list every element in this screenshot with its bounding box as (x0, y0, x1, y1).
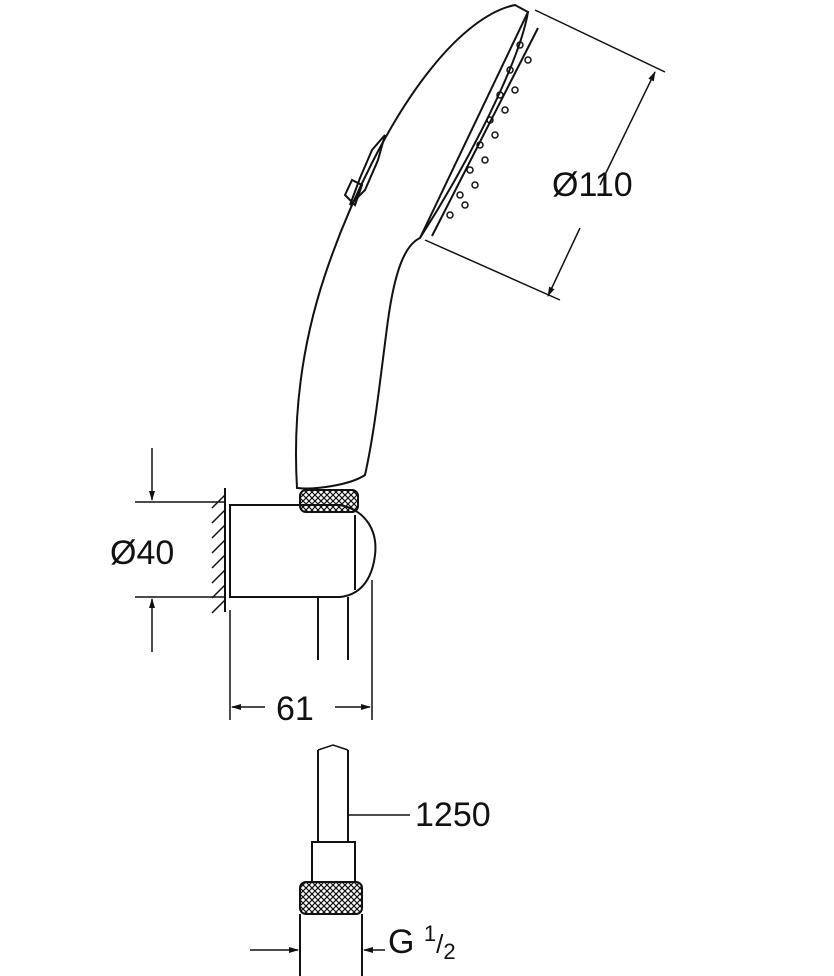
thread-size-label: G 1/2 (388, 921, 456, 964)
head-diameter-label: Ø110 (552, 166, 633, 204)
holder-diameter-label: Ø40 (110, 534, 175, 572)
thread-prefix: G (388, 923, 415, 961)
hand-shower-outline (294, 3, 530, 490)
holder-depth-label: 61 (276, 690, 314, 728)
thread-denominator: 2 (443, 939, 456, 964)
hose-nut (299, 881, 363, 915)
spray-switch-button (349, 134, 386, 206)
thread-numerator: 1 (423, 921, 437, 946)
wall-holder (229, 504, 377, 598)
wall-hatching (211, 494, 226, 614)
spray-face (419, 11, 529, 239)
spray-nozzles (446, 41, 532, 219)
hose-sleeve (311, 841, 356, 883)
hose-length-label: 1250 (415, 796, 491, 834)
